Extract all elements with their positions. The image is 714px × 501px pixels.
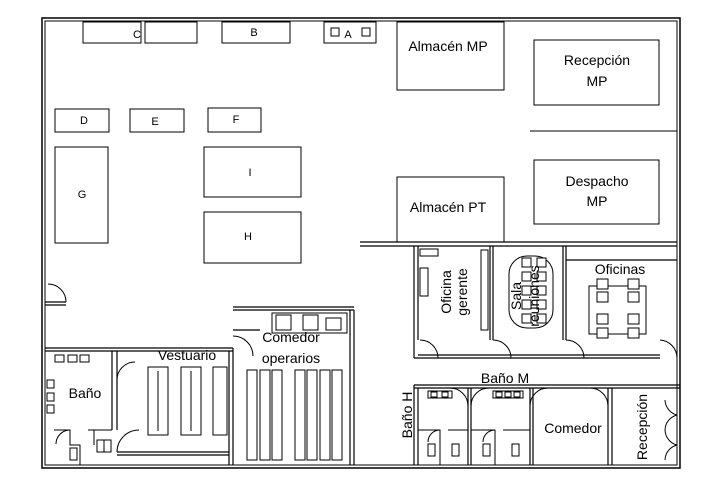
label-comedor-operarios-1: Comedor <box>262 329 320 345</box>
label-f: F <box>233 114 240 126</box>
label-a: A <box>344 29 352 41</box>
label-despacho-mp-1: Despacho <box>565 173 628 189</box>
label-c: C <box>133 29 141 41</box>
outer-wall-inner <box>44 20 678 466</box>
label-b: B <box>250 27 257 39</box>
label-d: D <box>80 115 88 127</box>
label-vestuario: Vestuario <box>158 347 217 363</box>
machine-i: I <box>203 146 302 198</box>
oficinas-desks <box>588 278 647 339</box>
label-bano-h: Baño H <box>399 392 415 439</box>
machine-a: A <box>323 21 377 44</box>
desk-gerente <box>419 248 489 331</box>
label-sala-reuniones-2: reuniones <box>526 265 542 327</box>
room-almacen-mp: Almacén MP <box>396 21 505 91</box>
meeting-table <box>508 255 554 329</box>
machine-b: B <box>221 21 291 44</box>
label-bano-m: Baño M <box>481 370 529 386</box>
room-comedor-operarios: Comedor operarios <box>246 312 348 461</box>
room-bano-m: Baño M <box>471 370 530 465</box>
machine-d: D <box>54 108 110 133</box>
label-almacen-pt: Almacén PT <box>410 199 487 215</box>
label-recepcion-mp-1: Recepción <box>564 52 630 68</box>
room-recepcion-mp: Recepción MP <box>533 39 660 106</box>
machine-h: H <box>203 211 302 264</box>
label-h: H <box>244 231 252 243</box>
machine-e: E <box>129 108 185 133</box>
outer-wall-outer <box>41 17 681 469</box>
label-recepcion-mp-2: MP <box>587 73 608 89</box>
room-vestuario: Vestuario <box>147 347 228 436</box>
label-recepcion: Recepción <box>634 394 650 460</box>
label-oficinas: Oficinas <box>595 261 646 277</box>
label-almacen-mp: Almacén MP <box>408 38 487 54</box>
label-bano: Baño <box>69 385 102 401</box>
room-bano-h: Baño H <box>399 390 468 465</box>
label-g: G <box>78 189 87 201</box>
label-i: I <box>248 167 251 179</box>
label-comedor-operarios-2: operarios <box>262 350 320 366</box>
room-almacen-pt: Almacén PT <box>396 176 505 243</box>
label-oficina-gerente-2: gerente <box>454 268 470 316</box>
office-block-walls <box>360 241 678 359</box>
label-comedor: Comedor <box>544 420 602 436</box>
label-e: E <box>151 116 158 128</box>
room-bano: Baño <box>46 354 112 465</box>
machine-f: F <box>207 107 262 133</box>
machine-g: G <box>54 146 109 244</box>
label-despacho-mp-2: MP <box>587 193 608 209</box>
room-despacho-mp: Despacho MP <box>533 159 660 225</box>
room-oficina-gerente-label: Oficina gerente <box>438 268 470 316</box>
label-sala-reuniones-1: Sala <box>508 282 524 310</box>
machine-c: C <box>82 21 198 44</box>
label-oficina-gerente-1: Oficina <box>438 270 454 314</box>
lower-right-walls <box>413 384 680 465</box>
room-sala-reuniones-label: Sala reuniones <box>508 265 542 327</box>
lower-left-walls <box>45 283 355 465</box>
